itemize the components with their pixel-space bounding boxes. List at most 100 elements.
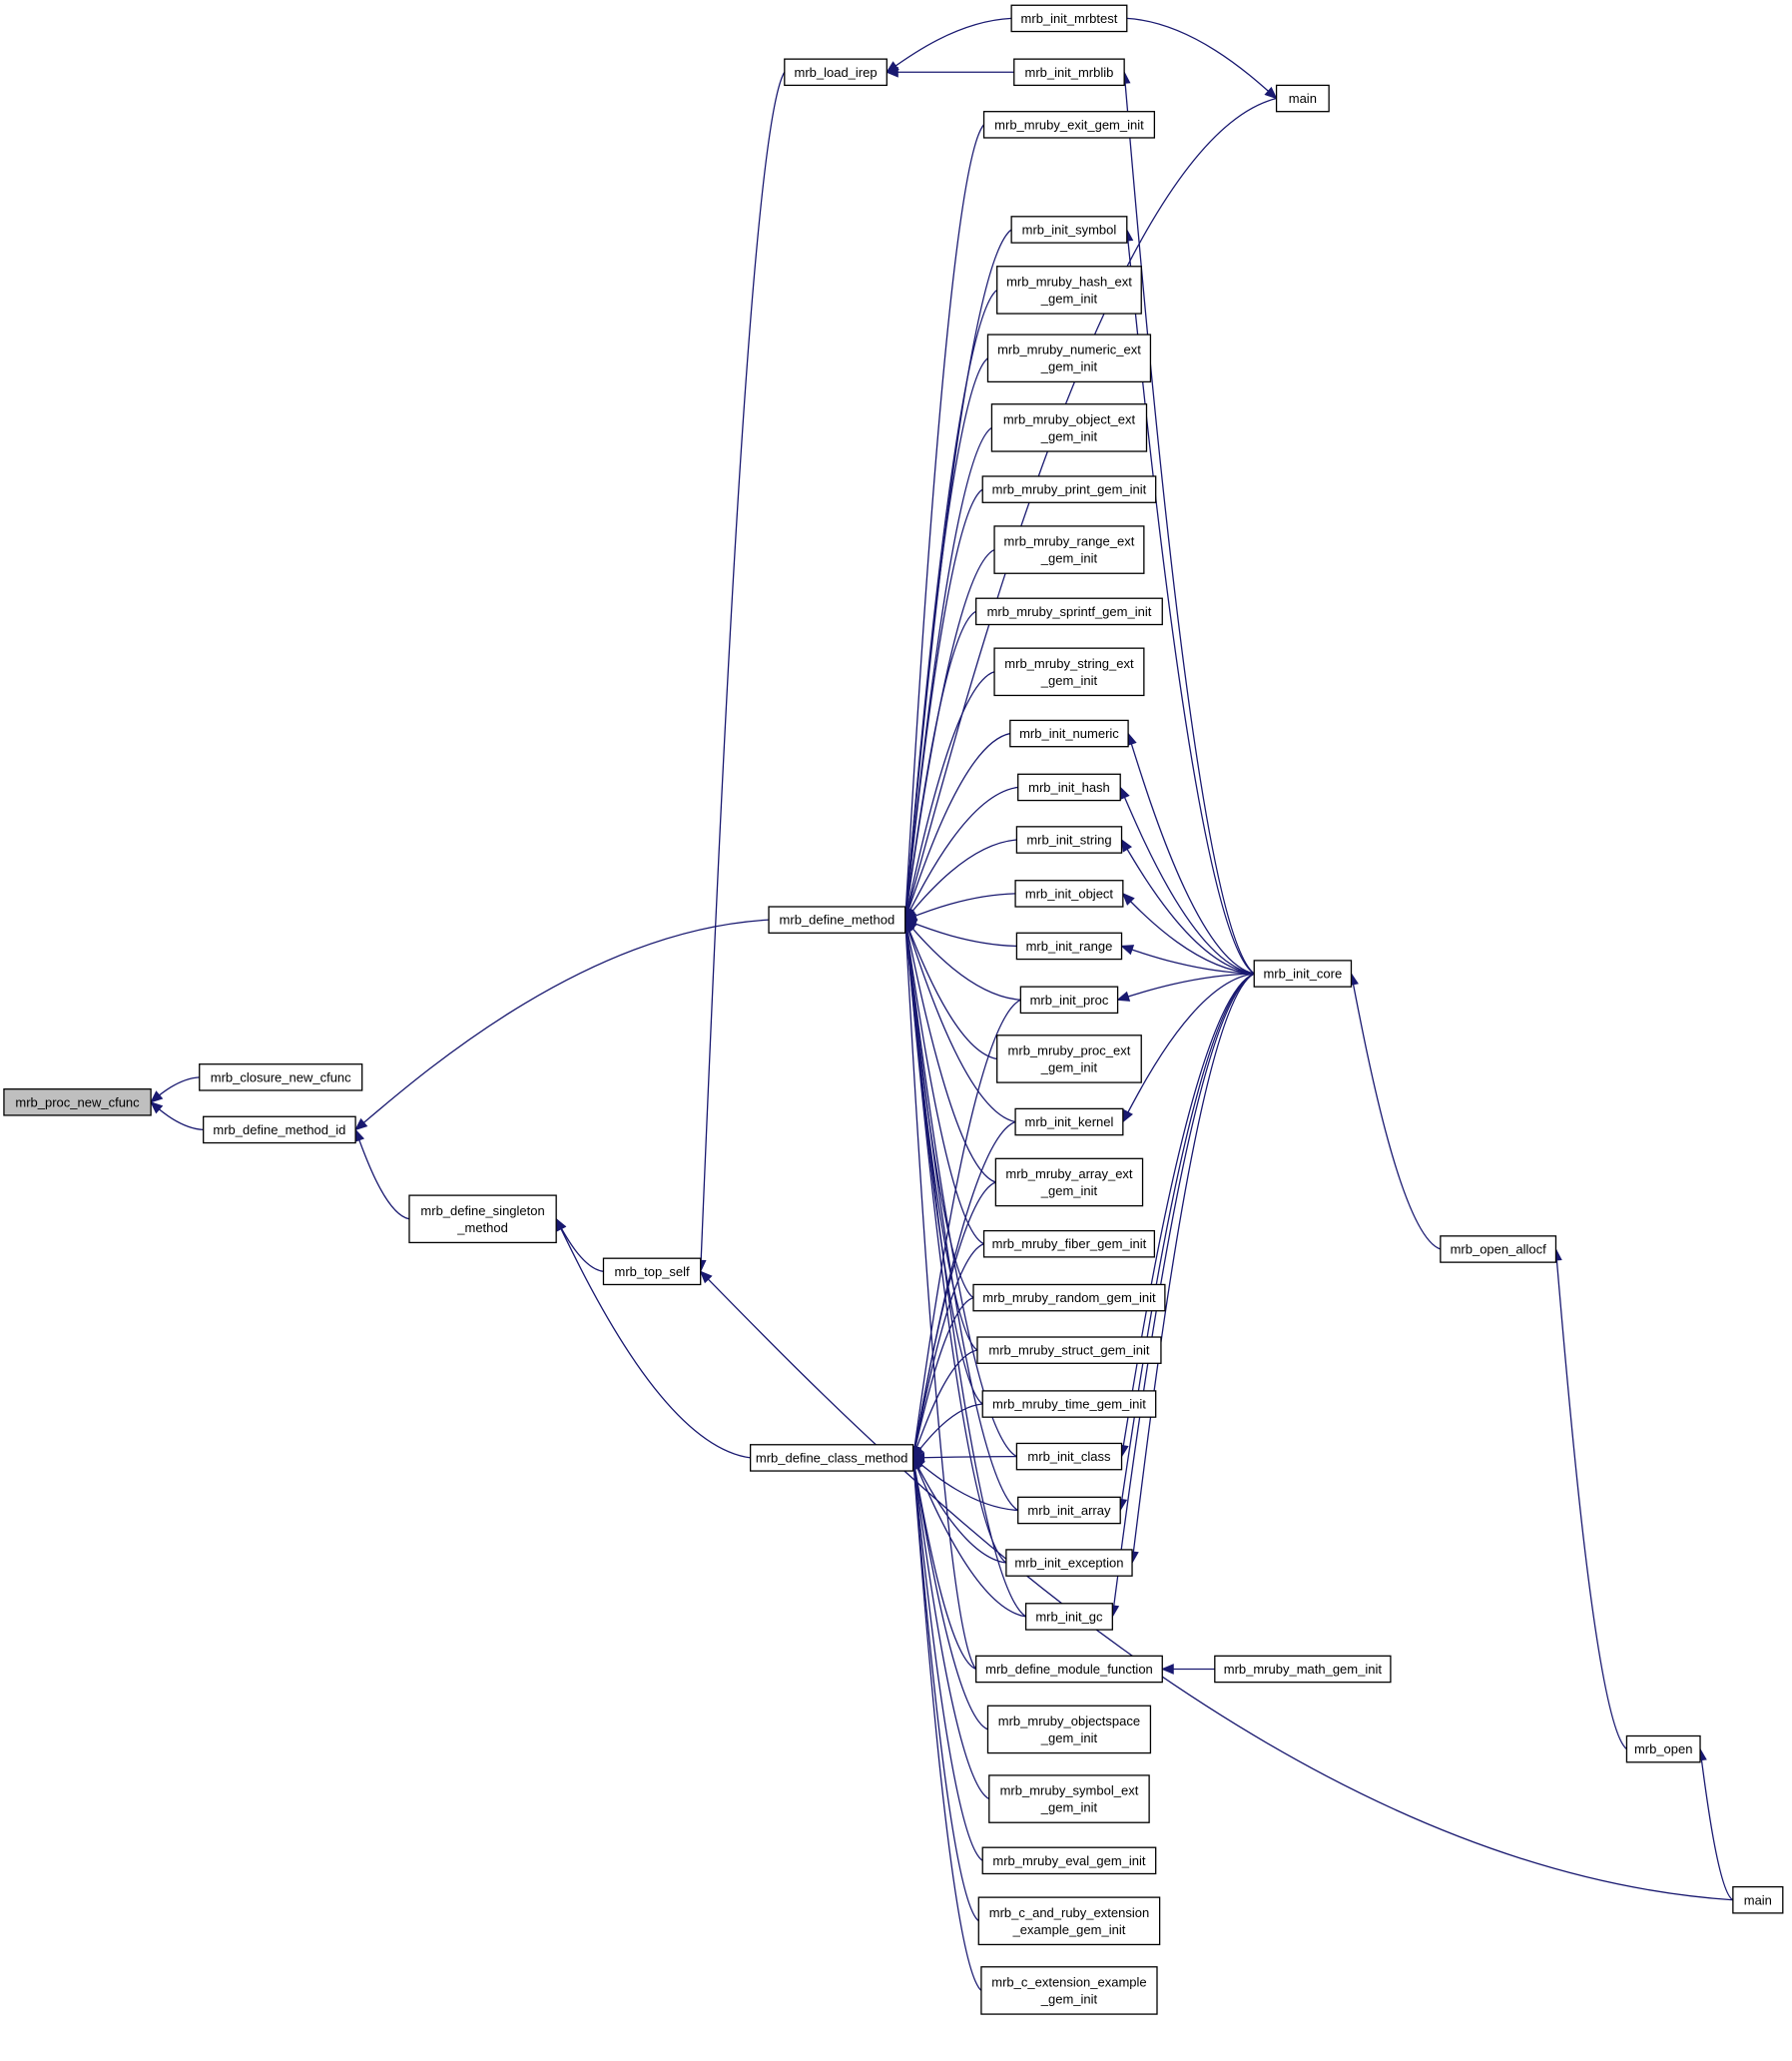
edge-init_proc-to-define_class_method bbox=[911, 999, 1021, 1459]
node-eval_gem[interactable]: mrb_mruby_eval_gem_init bbox=[981, 1846, 1157, 1875]
node-c_ext_example[interactable]: mrb_c_extension_example_gem_init bbox=[980, 1966, 1158, 2015]
node-proc_ext[interactable]: mrb_mruby_proc_ext_gem_init bbox=[996, 1034, 1142, 1083]
edge-proc_ext-to-define_method bbox=[904, 919, 997, 1060]
edge-init_mrbtest-to-load_irep bbox=[886, 17, 1012, 73]
node-open_allocf[interactable]: mrb_open_allocf bbox=[1440, 1235, 1557, 1263]
node-box-define_class_method bbox=[749, 1444, 914, 1472]
edge-define_module_function-to-define_method bbox=[904, 920, 977, 1670]
node-random_gem[interactable]: mrb_mruby_random_gem_init bbox=[972, 1283, 1166, 1312]
node-label-open-line0: mrb_open bbox=[1634, 1741, 1693, 1756]
edge-init_core-to-init_kernel bbox=[1122, 973, 1255, 1122]
node-init_proc[interactable]: mrb_init_proc bbox=[1019, 986, 1119, 1015]
node-define_singleton_method[interactable]: mrb_define_singleton_method bbox=[408, 1194, 557, 1244]
node-label-init_gc-line0: mrb_init_gc bbox=[1035, 1609, 1103, 1624]
node-init_core[interactable]: mrb_init_core bbox=[1253, 960, 1353, 988]
node-numeric_ext[interactable]: mrb_mruby_numeric_ext_gem_init bbox=[986, 334, 1152, 383]
node-init_gc[interactable]: mrb_init_gc bbox=[1024, 1603, 1113, 1631]
node-init_string[interactable]: mrb_init_string bbox=[1015, 826, 1123, 854]
node-init_range[interactable]: mrb_init_range bbox=[1015, 932, 1123, 961]
node-box-proc_ext bbox=[996, 1034, 1142, 1083]
node-closure_new_cfunc[interactable]: mrb_closure_new_cfunc bbox=[199, 1063, 363, 1091]
node-label-exit_gem-line0: mrb_mruby_exit_gem_init bbox=[994, 117, 1144, 132]
node-init_numeric[interactable]: mrb_init_numeric bbox=[1009, 719, 1129, 748]
node-box-time_gem bbox=[981, 1390, 1157, 1418]
node-box-init_numeric bbox=[1009, 719, 1129, 748]
node-box-init_range bbox=[1015, 932, 1123, 961]
node-box-init_hash bbox=[1017, 773, 1121, 802]
node-box-array_ext bbox=[994, 1157, 1144, 1207]
node-label-init_numeric-line0: mrb_init_numeric bbox=[1019, 726, 1119, 741]
node-objectspace[interactable]: mrb_mruby_objectspace _gem_init bbox=[986, 1705, 1152, 1754]
edge-init_core-to-init_range bbox=[1121, 945, 1255, 975]
edge-init_numeric-to-define_method bbox=[904, 732, 1010, 921]
node-array_ext[interactable]: mrb_mruby_array_ext_gem_init bbox=[994, 1157, 1144, 1207]
node-label-init_mrblib-line0: mrb_init_mrblib bbox=[1025, 65, 1114, 80]
node-top_self[interactable]: mrb_top_self bbox=[602, 1257, 702, 1286]
edge-open-to-open_allocf bbox=[1554, 1248, 1627, 1750]
arrowhead-closure_new_cfunc-to-proc_new_cfunc bbox=[150, 1090, 164, 1103]
node-init_object[interactable]: mrb_init_object bbox=[1014, 880, 1124, 908]
node-label-string_ext-line0: mrb_mruby_string_ext bbox=[1004, 656, 1134, 671]
node-init_class[interactable]: mrb_init_class bbox=[1015, 1442, 1123, 1471]
node-hash_ext[interactable]: mrb_mruby_hash_ext_gem_init bbox=[996, 266, 1142, 315]
node-init_exception[interactable]: mrb_init_exception bbox=[1005, 1549, 1133, 1577]
arrowhead-time_gem-to-define_class_method bbox=[911, 1445, 924, 1459]
edge-sprintf_gem-to-define_method bbox=[904, 610, 976, 921]
node-load_irep[interactable]: mrb_load_irep bbox=[784, 58, 888, 87]
node-init_mrbtest[interactable]: mrb_init_mrbtest bbox=[1010, 4, 1128, 33]
node-define_module_function[interactable]: mrb_define_module_function bbox=[975, 1655, 1163, 1684]
edge-exit_gem-to-define_method bbox=[904, 124, 985, 921]
node-box-random_gem bbox=[972, 1283, 1166, 1312]
node-print_gem[interactable]: mrb_mruby_print_gem_init bbox=[981, 475, 1157, 503]
node-box-init_mrblib bbox=[1013, 58, 1125, 87]
node-label-print_gem-line0: mrb_mruby_print_gem_init bbox=[992, 482, 1147, 497]
node-define_method[interactable]: mrb_define_method bbox=[768, 906, 906, 934]
node-fiber_gem[interactable]: mrb_mruby_fiber_gem_init bbox=[982, 1229, 1156, 1258]
edge-init_array-to-define_class_method bbox=[912, 1457, 1018, 1512]
node-label-objectspace-line0: mrb_mruby_objectspace bbox=[998, 1714, 1140, 1728]
node-box-init_exception bbox=[1005, 1549, 1133, 1577]
edge-init_core-to-init_numeric bbox=[1127, 733, 1255, 975]
node-object_ext[interactable]: mrb_mruby_object_ext_gem_init bbox=[990, 403, 1148, 452]
node-label-range_ext-line0: mrb_mruby_range_ext bbox=[1004, 534, 1135, 549]
node-label-symbol_ext-line1: _gem_init bbox=[1040, 1800, 1098, 1815]
node-c_and_ruby[interactable]: mrb_c_and_ruby_extension_example_gem_ini… bbox=[977, 1896, 1161, 1946]
node-struct_gem[interactable]: mrb_mruby_struct_gem_init bbox=[976, 1336, 1162, 1364]
node-main2[interactable]: main bbox=[1732, 1885, 1784, 1914]
node-math_gem[interactable]: mrb_mruby_math_gem_init bbox=[1214, 1655, 1392, 1684]
node-init_hash[interactable]: mrb_init_hash bbox=[1017, 773, 1121, 802]
node-init_array[interactable]: mrb_init_array bbox=[1017, 1496, 1121, 1525]
node-sprintf_gem[interactable]: mrb_mruby_sprintf_gem_init bbox=[975, 597, 1163, 626]
node-label-c_ext_example-line0: mrb_c_extension_example bbox=[991, 1974, 1146, 1989]
node-box-print_gem bbox=[981, 475, 1157, 503]
arrowhead-init_core-to-init_kernel bbox=[1122, 1108, 1133, 1123]
node-proc_new_cfunc[interactable]: mrb_proc_new_cfunc bbox=[3, 1088, 152, 1116]
node-box-sprintf_gem bbox=[975, 597, 1163, 626]
edge-init_hash-to-define_method bbox=[904, 786, 1018, 921]
node-exit_gem[interactable]: mrb_mruby_exit_gem_init bbox=[982, 111, 1156, 139]
node-label-init_class-line0: mrb_init_class bbox=[1027, 1449, 1111, 1464]
node-define_method_id[interactable]: mrb_define_method_id bbox=[203, 1115, 356, 1144]
edge-init_exception-to-define_method bbox=[904, 920, 1007, 1564]
node-main1[interactable]: main bbox=[1275, 84, 1330, 113]
node-init_symbol[interactable]: mrb_init_symbol bbox=[1010, 216, 1128, 244]
node-box-init_array bbox=[1017, 1496, 1121, 1525]
node-box-init_class bbox=[1015, 1442, 1123, 1471]
edge-init_gc-to-define_method bbox=[904, 920, 1026, 1618]
edge-init_gc-to-define_class_method bbox=[911, 1457, 1026, 1618]
node-init_mrblib[interactable]: mrb_init_mrblib bbox=[1013, 58, 1125, 87]
node-symbol_ext[interactable]: mrb_mruby_symbol_ext_gem_init bbox=[988, 1774, 1150, 1823]
node-label-proc_ext-line1: _gem_init bbox=[1040, 1059, 1098, 1074]
node-time_gem[interactable]: mrb_mruby_time_gem_init bbox=[981, 1390, 1157, 1418]
node-label-objectspace-line1: _gem_init bbox=[1040, 1730, 1098, 1745]
node-string_ext[interactable]: mrb_mruby_string_ext_gem_init bbox=[993, 647, 1145, 697]
node-open[interactable]: mrb_open bbox=[1625, 1734, 1701, 1763]
node-init_kernel[interactable]: mrb_init_kernel bbox=[1014, 1107, 1124, 1136]
node-label-init_range-line0: mrb_init_range bbox=[1026, 939, 1113, 954]
edge-init_object-to-define_method bbox=[904, 893, 1016, 921]
node-define_class_method[interactable]: mrb_define_class_method bbox=[749, 1444, 914, 1472]
node-box-init_proc bbox=[1019, 986, 1119, 1015]
node-label-hash_ext-line0: mrb_mruby_hash_ext bbox=[1006, 274, 1132, 289]
node-range_ext[interactable]: mrb_mruby_range_ext_gem_init bbox=[993, 525, 1145, 574]
node-box-load_irep bbox=[784, 58, 888, 87]
